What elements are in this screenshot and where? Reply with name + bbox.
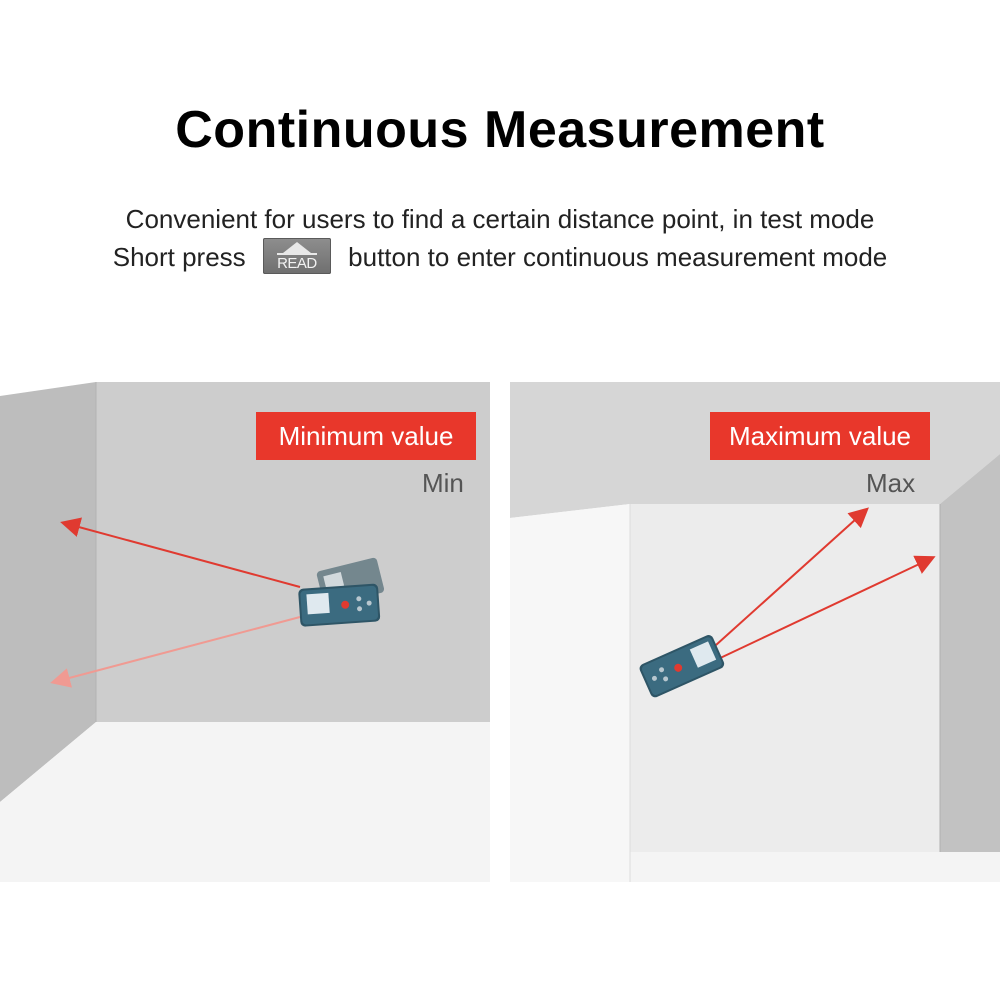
back-wall bbox=[630, 504, 940, 882]
back-wall bbox=[96, 382, 490, 722]
description-before: Short press bbox=[112, 242, 246, 272]
laser-beam-lower bbox=[715, 555, 936, 661]
laser-meter-icon bbox=[298, 583, 381, 627]
description-line-1: Convenient for users to find a certain d… bbox=[125, 204, 875, 234]
max-scene: Maximum value Max bbox=[510, 382, 1000, 882]
description-after: button to enter continuous measurement m… bbox=[348, 242, 888, 272]
laser-beam-upper bbox=[705, 507, 869, 655]
left-wall bbox=[0, 382, 96, 802]
laser-beam-faded bbox=[50, 616, 301, 688]
max-sublabel: Max bbox=[866, 468, 916, 498]
max-value-label: Maximum value bbox=[710, 412, 930, 460]
min-value-label: Minimum value bbox=[256, 412, 476, 460]
floor bbox=[0, 722, 490, 882]
min-scene: Minimum value Min bbox=[0, 382, 490, 882]
left-wall bbox=[510, 504, 630, 882]
read-button-icon: READ bbox=[262, 238, 331, 275]
laser-beam-solid bbox=[60, 517, 301, 588]
min-room-illustration bbox=[0, 382, 490, 882]
description-line-2: Short press READ button to enter continu… bbox=[0, 238, 1000, 275]
laser-meter-icon bbox=[639, 635, 725, 698]
floor bbox=[630, 852, 1000, 882]
page-title: Continuous Measurement bbox=[175, 101, 825, 159]
read-button-label: READ bbox=[277, 255, 317, 273]
min-sublabel: Min bbox=[422, 468, 464, 498]
right-wall bbox=[940, 454, 1000, 852]
